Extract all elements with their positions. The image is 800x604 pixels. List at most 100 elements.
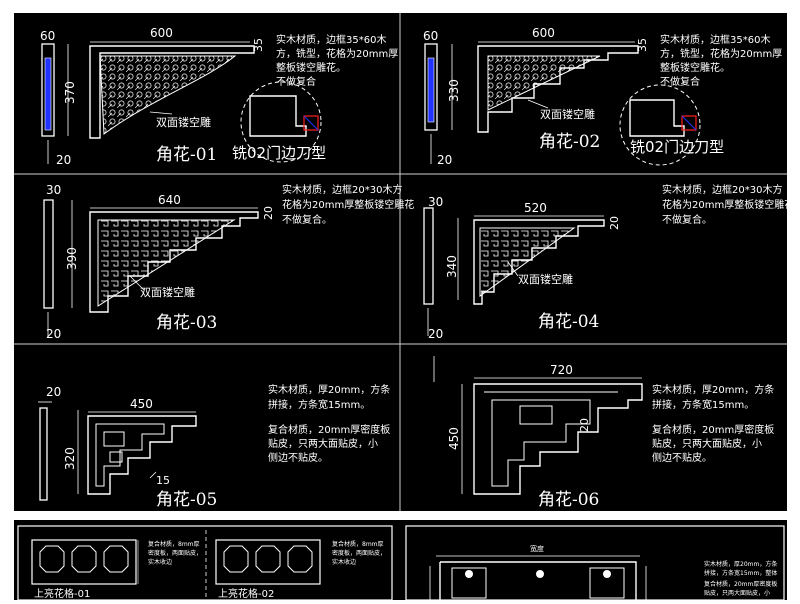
dim-width: 520 [524, 201, 547, 215]
detail-circle [240, 81, 322, 163]
lattice-window-02: 上亮花格-02 复合材质，8mm厚 密度板，两面贴皮， 实木收边 [215, 539, 386, 600]
dim-width: 600 [532, 26, 555, 40]
panel-title: 角花-02 [539, 132, 600, 152]
dim-side: 35 [636, 38, 649, 52]
label-carving: 双面镂空雕 [518, 272, 573, 286]
detail-label: 铣02门边刀型 [232, 144, 326, 162]
note-line: 拼接，方条宽15mm。 [652, 398, 754, 411]
dim-thickness: 60 [423, 29, 438, 43]
label-carving: 双面镂空雕 [156, 115, 211, 129]
note-line: 侧边不贴皮。 [652, 451, 712, 464]
frame-width-label: 宽度 [530, 544, 544, 553]
label-carving: 双面镂空雕 [540, 107, 595, 121]
small-note: 复合材质，8mm厚 [332, 540, 384, 548]
note-line: 实木材质，厚20mm，方条 [268, 383, 390, 396]
dim-side: 20 [608, 216, 621, 230]
panel-title: 角花-06 [538, 490, 599, 510]
note-line: 侧边不贴皮。 [268, 451, 328, 464]
dim-inner: 20 [578, 418, 591, 432]
dim-height: 450 [447, 427, 461, 450]
fret-panel [97, 219, 236, 307]
bottom-strip: 上亮花格-01 复合材质，8mm厚 密度板，两面贴皮， 实木收边 上亮花格-02… [17, 525, 785, 601]
dim-thickness: 20 [46, 385, 61, 399]
small-note: 复合材质，8mm厚 [148, 540, 200, 548]
dim-width: 450 [130, 397, 153, 411]
dim-bottom: 20 [428, 327, 443, 341]
panel-jiaohua-03: 30 390 20 640 20 双面镂空雕 角花-03 实木材质，边框20*3… [43, 183, 414, 341]
drawing-area-bottom [14, 520, 787, 600]
dim-height: 370 [63, 81, 77, 104]
dim-side: 35 [252, 38, 265, 52]
dim-bottom: 20 [46, 327, 61, 341]
small-note: 密度板，两面贴皮， [332, 549, 386, 557]
small-note: 贴皮，只两大面贴皮，小 [704, 589, 770, 597]
dim-height: 330 [447, 79, 461, 102]
profile-bar [39, 407, 48, 501]
dim-height: 340 [445, 255, 459, 278]
note-line: 贴皮，只两大面贴皮，小 [652, 437, 762, 450]
note-line: 不做复合 [276, 75, 316, 88]
panel-title: 角花-03 [156, 313, 217, 333]
dim-bottom: 20 [437, 153, 452, 167]
small-note: 实木收边 [332, 558, 356, 566]
small-note: 密度板，两面贴皮， [148, 549, 202, 557]
note-line: 不做复合 [660, 75, 700, 88]
bracket-outline [473, 383, 643, 495]
profile-bar [43, 199, 54, 309]
dim-bottom: 20 [56, 153, 71, 167]
dim-width: 640 [158, 193, 181, 207]
note-line: 复合材质，20mm厚密度板 [268, 423, 390, 436]
note-line: 整板镂空雕花。 [660, 61, 730, 74]
panel-title: 角花-05 [156, 490, 217, 510]
dim-width: 720 [550, 363, 573, 377]
detail-label: 铣02门边刀型 [630, 138, 724, 156]
small-note: 实木材质，厚20mm，方条 [704, 560, 777, 568]
dim-thickness: 60 [40, 29, 55, 43]
small-note: 实木收边 [148, 558, 172, 566]
carved-panel [487, 55, 601, 111]
panel-title: 角花-01 [156, 145, 217, 165]
profile-bar [424, 43, 438, 131]
blue-inlay [427, 57, 435, 123]
lattice-window-01: 上亮花格-01 复合材质，8mm厚 密度板，两面贴皮， 实木收边 [31, 539, 202, 600]
dim-height: 320 [63, 447, 77, 470]
panel-grid [14, 13, 787, 511]
panel-jiaohua-04: 30 340 20 520 20 双面镂空雕 角花-04 实木材质，边框20*3… [423, 183, 794, 341]
note-line: 拼接，方条宽15mm。 [268, 398, 370, 411]
lattice-title: 上亮花格-01 [34, 587, 90, 600]
bracket-outline [89, 45, 255, 139]
note-line: 实木材质，边框20*30木方 [282, 183, 402, 196]
note-line: 实木材质，边框35*60木 [660, 33, 770, 46]
bracket-outline [473, 219, 605, 305]
small-note: 拼接，方条宽15mm，整体 [704, 569, 777, 577]
profile-bar [41, 43, 55, 137]
lattice [484, 391, 618, 487]
note-line: 不做复合。 [282, 213, 332, 226]
note-line: 贴皮，只两大面贴皮，小 [268, 437, 378, 450]
carved-panel [99, 55, 237, 135]
note-line: 整板镂空雕花。 [276, 61, 346, 74]
small-note: 复合材质，20mm厚密度板 [704, 580, 777, 588]
note-line: 花格为20mm厚整板镂空雕花 [282, 198, 414, 211]
blue-inlay [44, 57, 52, 131]
lattice-title: 上亮花格-02 [218, 587, 274, 600]
dim-inner: 15 [156, 474, 170, 487]
dim-side: 20 [262, 206, 275, 220]
note-line: 实木材质，边框20*30木方 [662, 183, 782, 196]
bracket-outline [477, 45, 639, 133]
note-line: 方，铣型，花格为20mm厚 [660, 47, 782, 60]
panel-jiaohua-01: 60 370 20 600 35 双面镂空雕 角花-01 实木材质，边框35*6… [40, 26, 398, 167]
panel-title: 角花-04 [538, 312, 599, 332]
frame-elevation: 宽度 实木材质，厚20mm，方条 拼接，方条宽15mm，整体 复合材质，20mm… [429, 544, 777, 600]
panel-jiaohua-05: 20 320 450 15 角花-05 实木材质，厚20mm，方条 拼接，方条宽… [38, 383, 390, 510]
panel-jiaohua-02: 60 330 20 600 35 双面镂空雕 角花-02 实木材质，边框35*6… [423, 26, 782, 167]
bracket-outline [87, 415, 197, 495]
note-line: 花格为20mm厚整板镂空雕花 [662, 198, 794, 211]
note-line: 不做复合。 [662, 213, 712, 226]
fret-panel [479, 227, 576, 297]
note-line: 实木材质，边框35*60木 [276, 33, 386, 46]
dim-width: 600 [150, 26, 173, 40]
panel-jiaohua-06: 720 450 20 角花-06 实木材质，厚20mm，方条 拼接，方条宽15m… [433, 356, 774, 510]
dim-thickness: 30 [46, 183, 61, 197]
